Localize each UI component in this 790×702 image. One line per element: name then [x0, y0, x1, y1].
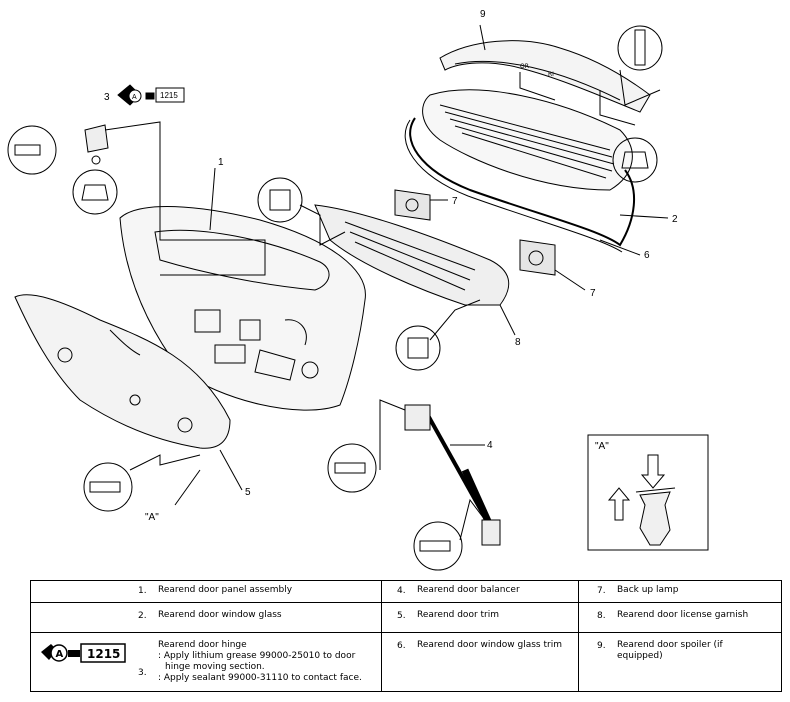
legend-cell: 5. Rearend door trim [381, 602, 578, 632]
legend-cell: 2. Rearend door window glass [138, 610, 282, 621]
detail-a-box: "A" [587, 434, 709, 551]
hinge-sealant-note: : Apply sealant 99000-31110 to contact f… [158, 673, 362, 683]
callout-8: 8 [515, 337, 521, 348]
grease-sealant-icon: A 1215 [41, 643, 126, 663]
callout-7-lower: 7 [590, 288, 596, 299]
clip-icon-garnish [395, 325, 441, 371]
legend-row: 2. Rearend door window glass 5. Rearend … [31, 602, 781, 633]
clip-arrow-icon [640, 454, 666, 489]
callout-9: 9 [480, 9, 486, 20]
legend-cell: 4. Rearend door balancer [381, 581, 578, 602]
legend-row: A 1215 3. Rearend door hinge : Apply lit… [31, 632, 781, 691]
callout-6: 6 [644, 250, 650, 261]
legend-cell: 9. Rearend door spoiler (if equipped) [578, 632, 781, 691]
push-arrow-icon [607, 487, 631, 521]
callout-5: 5 [245, 487, 251, 498]
rear-window-glass [422, 89, 633, 191]
callout-7-upper: 7 [452, 196, 458, 207]
svg-text:RI: RI [548, 71, 554, 78]
bolt-icon-balancer-lower [413, 521, 463, 571]
callout-2: 2 [672, 214, 678, 225]
door-panel-assembly [119, 205, 366, 411]
license-garnish [314, 204, 510, 306]
hinge-grease-note: : Apply lithium grease 99000-25010 to do… [158, 651, 356, 661]
legend-row: 1. Rearend door panel assembly 4. Rearen… [31, 581, 781, 603]
detail-a-label: "A" [595, 441, 609, 452]
callout-detail-a: "A" [145, 512, 159, 523]
back-up-lamp-right [519, 239, 556, 276]
bolt-icon-trim [83, 462, 133, 512]
callout-3: 3 [104, 92, 110, 103]
nut-icon-hinge [72, 169, 118, 215]
nut-icon-spoiler [612, 137, 658, 183]
back-up-lamp-left [394, 189, 431, 221]
svg-text:1215: 1215 [87, 647, 120, 661]
door-hinge [84, 124, 109, 165]
bolt-icon-balancer-upper [327, 443, 377, 493]
parts-legend-table: 1. Rearend door panel assembly 4. Rearen… [30, 580, 782, 692]
clip-icon-detail [639, 491, 671, 546]
rear-spoiler: OR RI [439, 40, 651, 126]
callout-1: 1 [218, 157, 224, 168]
svg-text:OR: OR [520, 63, 529, 70]
bolt-icon-spoiler [617, 25, 663, 71]
svg-text:A: A [56, 649, 64, 660]
legend-cell-hinge: A 1215 3. Rearend door hinge : Apply lit… [31, 632, 381, 691]
legend-cell: 7. Back up lamp [578, 581, 781, 602]
bolt-icon-hinge [7, 125, 57, 175]
window-glass-trim [409, 117, 636, 247]
door-trim [14, 294, 231, 449]
applicator-letter: A [132, 94, 137, 101]
legend-cell: 1. Rearend door panel assembly [138, 585, 293, 596]
hinge-applicator-icon: A 1215 [117, 84, 185, 106]
door-balancer [404, 404, 501, 546]
clip-icon-lamp [257, 177, 303, 223]
hinge-code-label: 1215 [160, 91, 178, 100]
exploded-parts-diagram: OR RI [7, 9, 709, 571]
legend-cell: 6. Rearend door window glass trim [381, 632, 578, 691]
legend-cell: 8. Rearend door license garnish [578, 602, 781, 632]
hinge-grease-note-cont: hinge moving section. [165, 662, 265, 672]
callout-4: 4 [487, 440, 493, 451]
hinge-title: Rearend door hinge [158, 640, 247, 650]
